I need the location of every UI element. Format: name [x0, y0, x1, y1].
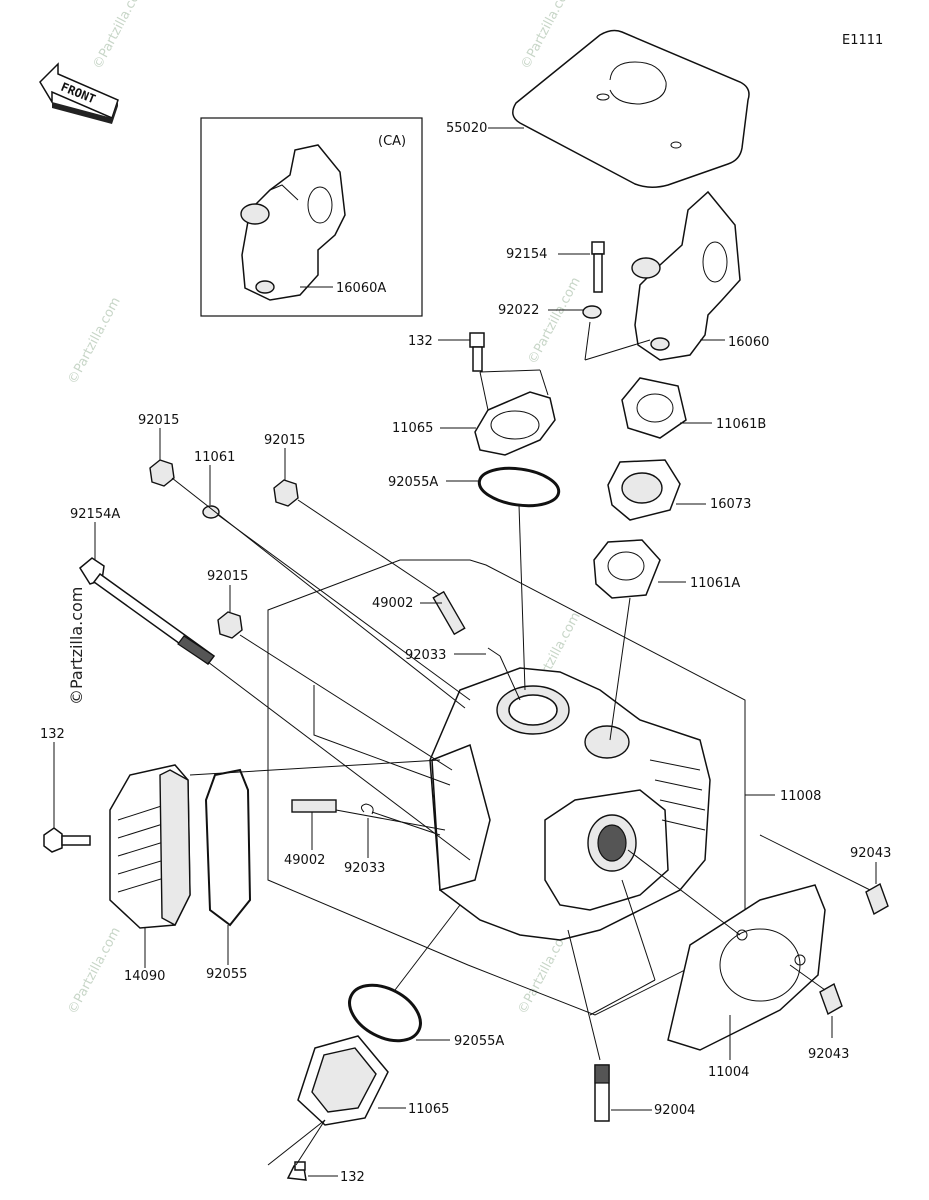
- label-11061A[interactable]: 11061A: [690, 576, 740, 591]
- valve-guide-49002-upper[interactable]: [432, 590, 466, 636]
- label-11008[interactable]: 11008: [780, 789, 821, 804]
- gasket-11061A[interactable]: [593, 539, 661, 599]
- head-gasket-11004[interactable]: [667, 884, 826, 1051]
- label-14090[interactable]: 14090: [124, 969, 165, 984]
- watermark: ©Partzilla.com: [65, 925, 123, 1017]
- watermark: ©Partzilla.com: [90, 0, 148, 72]
- ca-label: (CA): [378, 134, 406, 149]
- label-55020[interactable]: 55020: [446, 121, 487, 136]
- label-92055A-upper[interactable]: 92055A: [388, 475, 438, 490]
- diagram-code: E1111: [842, 33, 883, 48]
- nut-92015-c[interactable]: [217, 611, 243, 639]
- leader-lines: [53, 127, 877, 1177]
- cover-11065-lower[interactable]: [297, 1035, 389, 1126]
- clip-92033-lower[interactable]: [360, 803, 374, 815]
- label-132-lower[interactable]: 132: [340, 1170, 365, 1185]
- clip-92033-upper[interactable]: [487, 647, 501, 657]
- gasket-11061B[interactable]: [621, 377, 687, 439]
- label-11065-lower[interactable]: 11065: [408, 1102, 449, 1117]
- label-92015-c[interactable]: 92015: [207, 569, 248, 584]
- watermark: ©Partzilla.com: [525, 275, 583, 367]
- cover-14090[interactable]: [109, 764, 191, 929]
- label-92015-b[interactable]: 92015: [264, 433, 305, 448]
- o-ring-92055A-lower[interactable]: [340, 974, 430, 1052]
- intake-manifold[interactable]: [631, 190, 741, 361]
- valve-guide-49002-lower[interactable]: [291, 799, 337, 813]
- stud-92004[interactable]: [594, 1064, 610, 1122]
- nut-92015-b[interactable]: [273, 479, 299, 507]
- label-16060[interactable]: 16060: [728, 335, 769, 350]
- label-92022[interactable]: 92022: [498, 303, 539, 318]
- label-11065-upper[interactable]: 11065: [392, 421, 433, 436]
- dowel-92043-lower[interactable]: [819, 982, 843, 1016]
- part-labels: 55020 92154 92022 16060 16060A 132 11065…: [40, 121, 891, 1185]
- cover-11065-upper[interactable]: [474, 391, 556, 456]
- label-11061B[interactable]: 11061B: [716, 417, 766, 432]
- nut-92015-a[interactable]: [149, 459, 175, 487]
- label-132-upper[interactable]: 132: [408, 334, 433, 349]
- label-92043-lower[interactable]: 92043: [808, 1047, 849, 1062]
- intake-manifold-ca[interactable]: [240, 144, 346, 301]
- bolt-132-upper[interactable]: [469, 332, 485, 372]
- label-16073[interactable]: 16073: [710, 497, 751, 512]
- label-92043-upper[interactable]: 92043: [850, 846, 891, 861]
- label-11004[interactable]: 11004: [708, 1065, 749, 1080]
- label-92033-lower[interactable]: 92033: [344, 861, 385, 876]
- label-49002-upper[interactable]: 49002: [372, 596, 413, 611]
- label-92154A[interactable]: 92154A: [70, 507, 120, 522]
- insulator-sheet[interactable]: [512, 29, 750, 188]
- watermark: ©Partzilla.com: [65, 295, 123, 387]
- label-16060A[interactable]: 16060A: [336, 281, 386, 296]
- gasket-92055[interactable]: [204, 768, 252, 927]
- front-arrow-icon: FRONT: [39, 62, 119, 124]
- label-92033-upper[interactable]: 92033: [405, 648, 446, 663]
- label-92055[interactable]: 92055: [206, 967, 247, 982]
- ca-inset-box: [200, 117, 423, 317]
- washer-11061[interactable]: [202, 505, 220, 519]
- label-49002-lower[interactable]: 49002: [284, 853, 325, 868]
- cylinder-head[interactable]: [429, 667, 711, 941]
- bolt-132-left[interactable]: [43, 827, 91, 853]
- dowel-92043-upper[interactable]: [865, 882, 889, 916]
- stud-92154A[interactable]: [79, 557, 216, 666]
- label-11061[interactable]: 11061: [194, 450, 235, 465]
- watermark-large: ©Partzilla.com: [67, 587, 86, 705]
- joint-16073[interactable]: [607, 459, 681, 521]
- bolt-92154[interactable]: [591, 241, 605, 293]
- label-92055A-lower[interactable]: 92055A: [454, 1034, 504, 1049]
- label-92015-a[interactable]: 92015: [138, 413, 179, 428]
- label-132-left[interactable]: 132: [40, 727, 65, 742]
- label-92154[interactable]: 92154: [506, 247, 547, 262]
- o-ring-92055A-upper[interactable]: [477, 464, 561, 511]
- label-92004[interactable]: 92004: [654, 1103, 695, 1118]
- washer-92022[interactable]: [582, 305, 602, 319]
- bolt-132-lower[interactable]: [286, 1161, 307, 1181]
- assembly-outline: [267, 559, 746, 1016]
